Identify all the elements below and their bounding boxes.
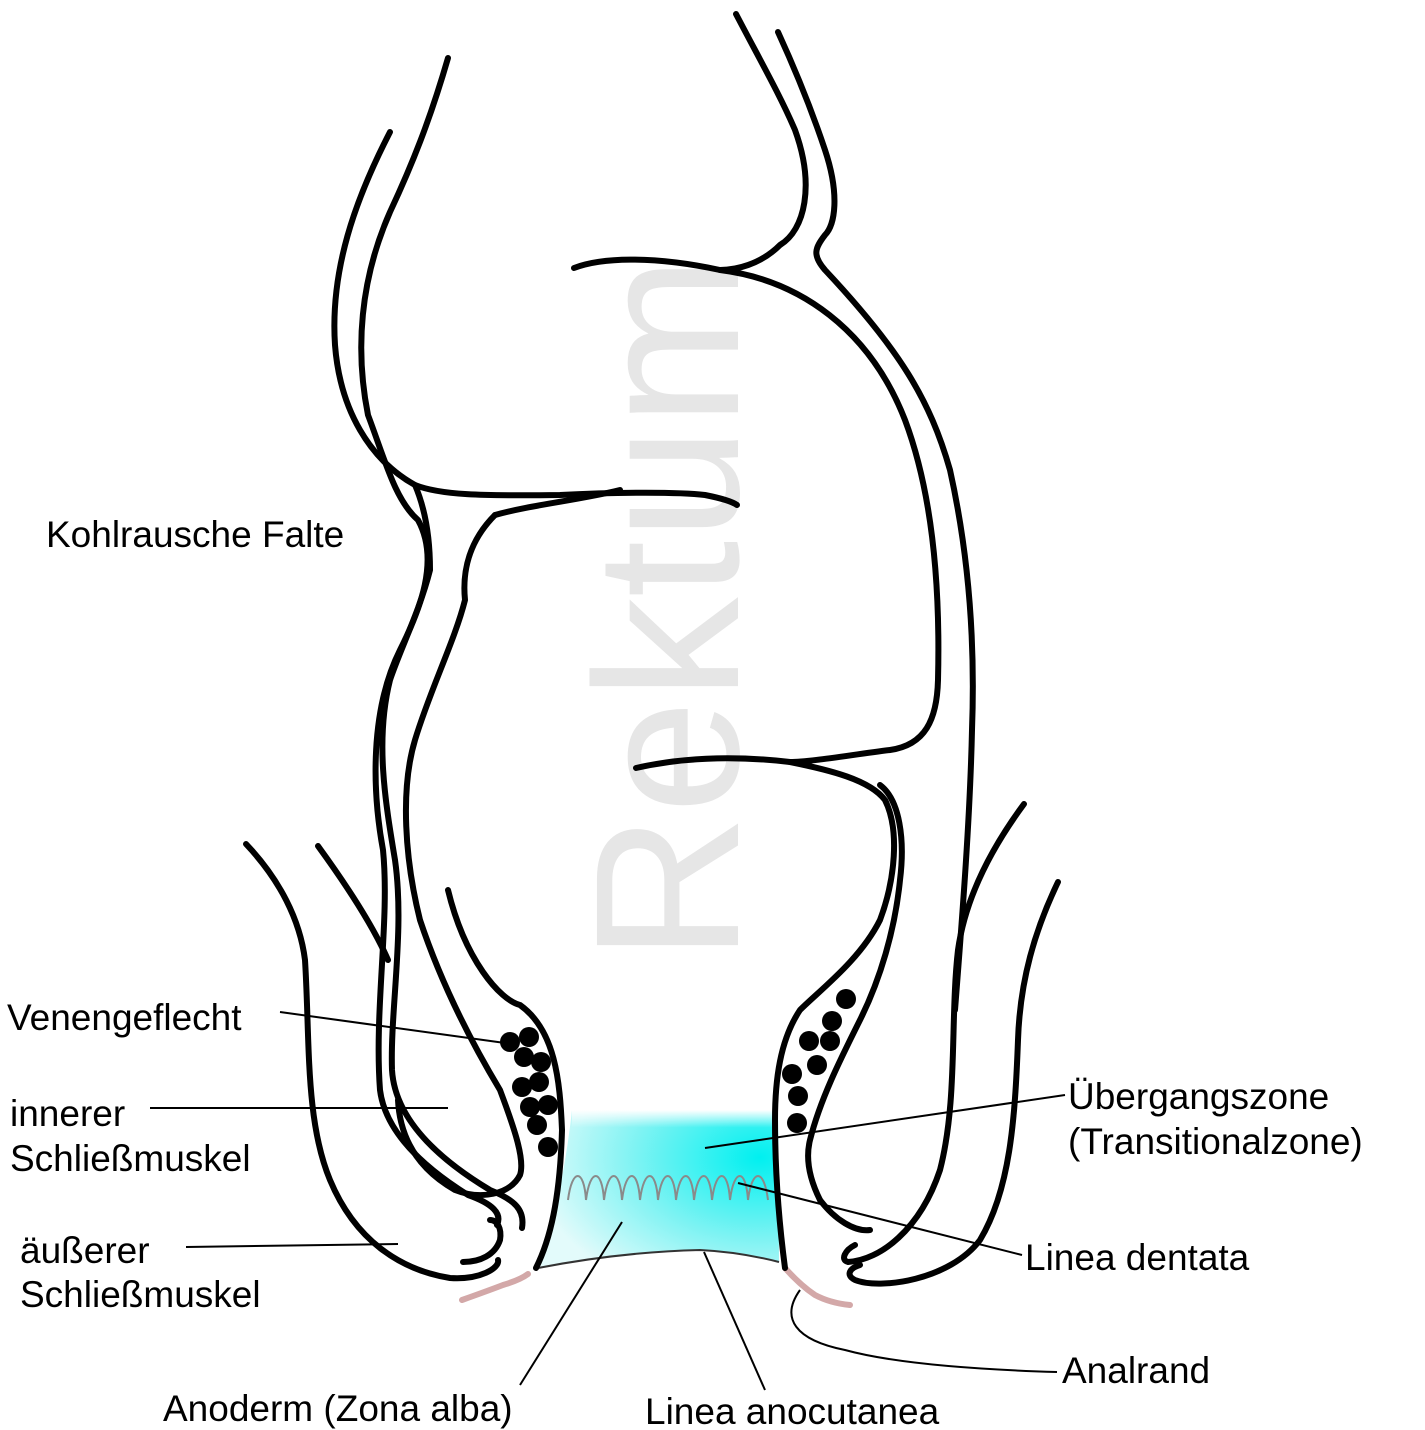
left-external-sphincter-outer — [246, 844, 498, 1278]
leader-anocutanea — [704, 1252, 765, 1390]
label-analrand: Analrand — [1062, 1350, 1210, 1391]
transition-zone-fade — [572, 1110, 778, 1160]
label-anoderm: Anoderm (Zona alba) — [163, 1388, 513, 1429]
label-linea-dentata: Linea dentata — [1025, 1237, 1250, 1278]
label-venengeflecht: Venengeflecht — [7, 997, 242, 1038]
label-linea-anocutanea: Linea anocutanea — [645, 1391, 940, 1430]
label-aeusserer-line2: Schließmuskel — [20, 1274, 261, 1315]
left-external-sphincter-inner — [318, 846, 388, 960]
leader-aeusserer — [186, 1244, 398, 1247]
watermark-text: Rektum — [553, 256, 782, 962]
label-uebergangszone-line2: (Transitionalzone) — [1068, 1121, 1363, 1162]
label-aeusserer-line1: äußerer — [20, 1230, 150, 1271]
label-innerer-line2: Schließmuskel — [10, 1138, 251, 1179]
label-uebergangszone-line1: Übergangszone — [1068, 1076, 1329, 1117]
label-innerer-line1: innerer — [10, 1093, 125, 1134]
right-wall-outer — [720, 14, 806, 270]
label-kohlrausche-falte: Kohlrausche Falte — [46, 514, 344, 555]
